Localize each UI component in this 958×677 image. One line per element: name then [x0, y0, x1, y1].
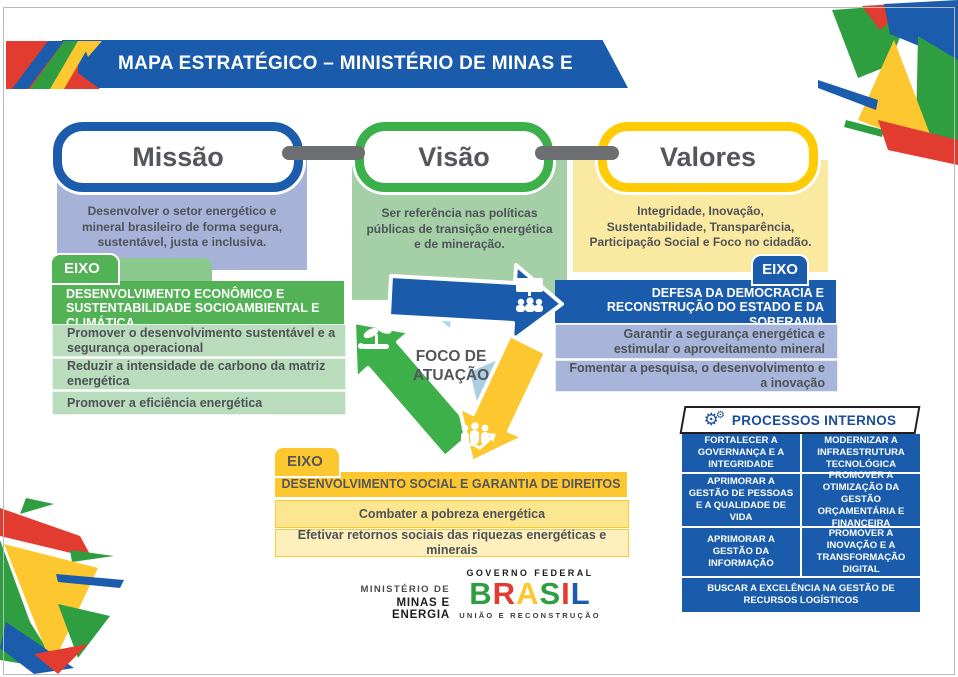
bottom-left-decoration	[0, 498, 124, 674]
brasil-wordmark: BRASIL	[469, 576, 591, 611]
eixo-blue-tag: EIXO	[753, 256, 807, 284]
title-banner: MAPA ESTRATÉGICO – MINISTÉRIO DE MINAS E…	[62, 40, 628, 88]
eixo-yellow-title: DESENVOLVIMENTO SOCIAL E GARANTIA DE DIR…	[275, 472, 627, 497]
government-logo: GOVERNO FEDERAL BRASIL UNIÃO E RECONSTRU…	[452, 568, 608, 620]
internal-processes-title: PROCESSOS INTERNOS	[731, 412, 897, 428]
process-cell: FORTALECER A GOVERNANÇA E A INTEGRIDADE	[682, 434, 800, 472]
internal-processes-header: ⚙⚙ PROCESSOS INTERNOS	[679, 406, 921, 434]
visao-label: Visão	[418, 141, 490, 172]
eixo-blue-item: Garantir a segurança energética e estimu…	[555, 324, 838, 359]
eixo-blue-item: Fomentar a pesquisa, o desenvolvimento e…	[555, 360, 838, 392]
focus-cycle-graphic: FOCO DE ATUAÇÃO	[332, 256, 570, 480]
missao-label: Missão	[132, 141, 224, 172]
gears-icon: ⚙⚙	[703, 410, 725, 429]
ministry-logo: MINISTÉRIO DE MINAS E ENERGIA	[338, 584, 450, 621]
eixo-yellow-tag: EIXO	[275, 448, 339, 476]
eixo-blue-title: DEFESA DA DEMOCRACIA E RECONSTRUÇÃO DO E…	[555, 280, 836, 329]
process-cell: PROMOVER A OTIMIZAÇÃO DA GESTÃO ORÇAMENT…	[802, 470, 920, 529]
process-cell: APRIMORAR A GESTÃO DA INFORMAÇÃO	[682, 528, 800, 576]
process-cell: APRIMORAR A GESTÃO DE PESSOAS E A QUALID…	[682, 474, 800, 526]
visao-description: Ser referência nas políticas públicas de…	[366, 206, 553, 252]
presentation-people-icon	[516, 278, 543, 312]
hand-plant-icon	[358, 324, 392, 349]
eixo-green-title: DESENVOLVIMENTO ECONÔMICO E SUSTENTABILI…	[52, 281, 344, 330]
cycle-arrows	[352, 263, 564, 464]
eixo-yellow-item: Combater a pobreza energética	[275, 500, 629, 528]
ministry-name-line1: MINISTÉRIO DE	[360, 584, 450, 595]
process-cell: MODERNIZAR A INFRAESTRUTURA TECNOLÓGICA	[802, 434, 920, 472]
top-right-decoration	[818, 0, 958, 165]
ministry-name-line2: MINAS E ENERGIA	[392, 597, 450, 621]
people-growth-icon	[457, 422, 496, 452]
valores-pill: Valores	[598, 122, 818, 192]
pill-connector	[535, 146, 619, 160]
eixo-yellow-item: Efetivar retornos sociais das riquezas e…	[275, 528, 629, 557]
missao-description: Desenvolver o setor energético e mineral…	[81, 204, 283, 250]
eixo-green-item: Promover o desenvolvimento sustentável e…	[52, 324, 346, 357]
missao-pill: Missão	[53, 122, 303, 192]
focus-label: FOCO DE ATUAÇÃO	[412, 348, 490, 384]
gov-slogan: UNIÃO E RECONSTRUÇÃO	[459, 611, 601, 621]
visao-pill: Visão	[355, 122, 553, 192]
internal-processes-grid: FORTALECER A GOVERNANÇA E A INTEGRIDADE …	[682, 434, 920, 612]
pill-connector	[282, 146, 365, 160]
eixo-green-item: Promover a eficiência energética	[52, 391, 346, 415]
eixo-green-tag: EIXO	[52, 255, 118, 283]
process-cell: BUSCAR A EXCELÊNCIA NA GESTÃO DE RECURSO…	[682, 578, 920, 612]
gov-federal-label: GOVERNO FEDERAL	[466, 568, 594, 578]
page-title: MAPA ESTRATÉGICO – MINISTÉRIO DE MINAS E…	[118, 53, 574, 122]
eixo-green-item: Reduzir a intensidade de carbono da matr…	[52, 358, 346, 390]
valores-label: Valores	[659, 141, 757, 172]
banner-left-decoration	[6, 41, 102, 89]
process-cell: PROMOVER A INOVAÇÃO E A TRANSFORMAÇÃO DI…	[802, 528, 920, 576]
valores-description: Integridade, Inovação, Sustentabilidade,…	[589, 204, 812, 250]
